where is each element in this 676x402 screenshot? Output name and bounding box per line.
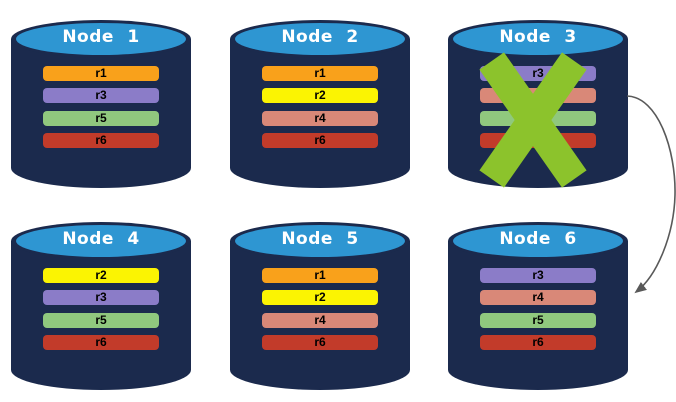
node-title: Node 6 — [499, 229, 577, 249]
replica-bar: r5 — [43, 313, 159, 328]
replica-bar: r2 — [43, 268, 159, 283]
replica-bar: r6 — [43, 133, 159, 148]
node-4: Node 4 r2 r3 r5 r6 — [10, 211, 192, 395]
node-1: Node 1 r1 r3 r5 r6 — [10, 9, 192, 193]
replica-bar: r1 — [262, 268, 378, 283]
replica-bar: r3 — [43, 290, 159, 305]
replica-bar: r4 — [262, 313, 378, 328]
failover-arrow — [626, 95, 676, 294]
node-5: Node 5 r1 r2 r4 r6 — [229, 211, 411, 395]
replica-bar: r6 — [43, 335, 159, 350]
replica-bar: r6 — [262, 133, 378, 148]
node-title: Node 5 — [281, 229, 359, 249]
replica-bar: r3 — [480, 268, 596, 283]
replica-bar: r1 — [262, 66, 378, 81]
replica-bar: r1 — [43, 66, 159, 81]
node-title: Node 2 — [281, 27, 359, 47]
node-6: Node 6 r3 r4 r5 r6 — [447, 211, 629, 395]
replica-bar: r6 — [262, 335, 378, 350]
replica-bar: r2 — [262, 88, 378, 103]
replica-bar: r5 — [480, 313, 596, 328]
node-3: Node 3 r3 — [447, 9, 629, 193]
replica-bar: r6 — [480, 335, 596, 350]
node-title: Node 3 — [499, 27, 577, 47]
replica-bar: r4 — [262, 111, 378, 126]
replica-bar — [480, 133, 596, 148]
replica-bar: r4 — [480, 290, 596, 305]
replica-bar: r3 — [43, 88, 159, 103]
replica-bar — [480, 111, 596, 126]
node-title: Node 4 — [62, 229, 140, 249]
replica-bar — [480, 88, 596, 103]
replica-bar: r5 — [43, 111, 159, 126]
replica-bar: r3 — [480, 66, 596, 81]
replica-bar: r2 — [262, 290, 378, 305]
node-title: Node 1 — [62, 27, 140, 47]
node-2: Node 2 r1 r2 r4 r6 — [229, 9, 411, 193]
